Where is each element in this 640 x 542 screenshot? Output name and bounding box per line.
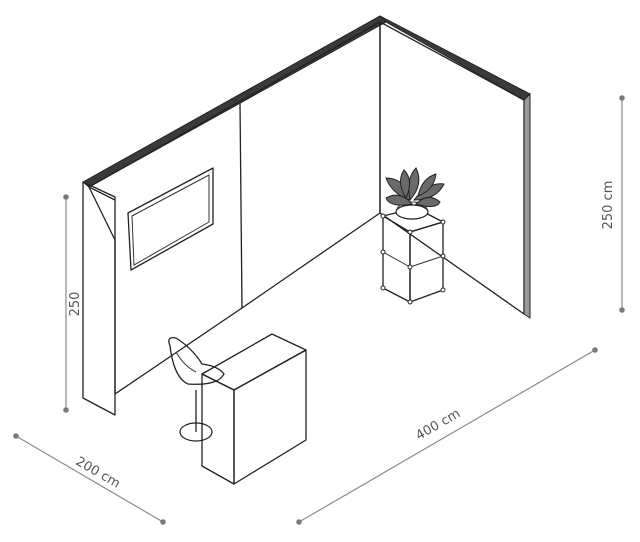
bar-stool bbox=[168, 337, 225, 442]
side-wall-left bbox=[82, 181, 116, 416]
wall-screen bbox=[127, 167, 214, 271]
dimension-depth: 200 cm bbox=[13, 433, 166, 525]
plant-stand bbox=[380, 207, 446, 305]
back-wall-left bbox=[82, 15, 387, 395]
dimension-height-left: 250 bbox=[63, 194, 83, 413]
side-wall-right bbox=[379, 15, 531, 319]
height-right-label: 250 cm bbox=[601, 181, 616, 230]
dimension-height-right: 250 cm bbox=[601, 95, 625, 313]
width-label: 400 cm bbox=[413, 406, 463, 443]
potted-plant bbox=[385, 167, 445, 220]
dimension-width: 400 cm bbox=[296, 347, 598, 525]
counter-desk bbox=[201, 333, 307, 485]
height-left-label: 250 bbox=[68, 292, 83, 317]
